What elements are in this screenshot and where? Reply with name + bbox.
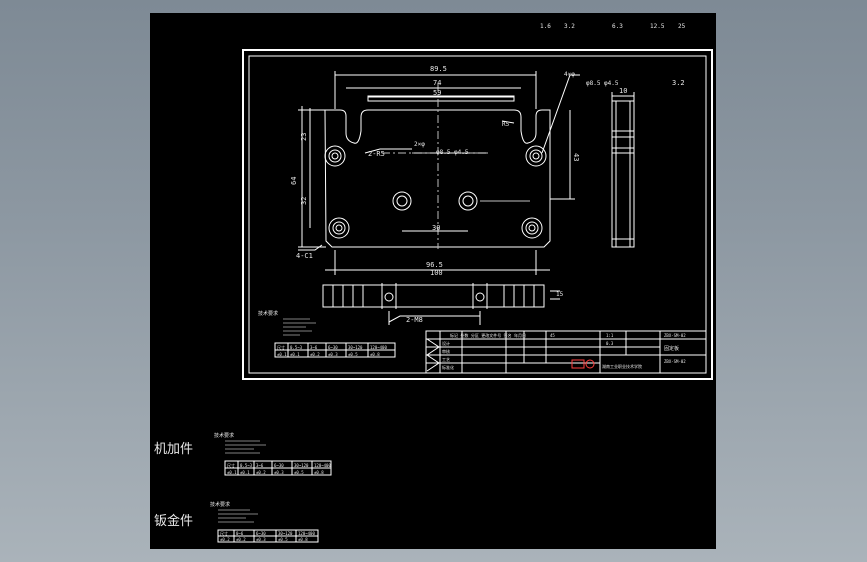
s-v1: ±0.2	[236, 537, 246, 542]
tb-row-3: 标准化	[442, 364, 454, 370]
plate-outline	[324, 109, 551, 248]
note-h5: 120~400	[370, 345, 387, 350]
drawing-sheet: 89.5 74 59 96.5 100 30 23 32 64 43 10 15…	[150, 13, 716, 549]
s-h3: 30~120	[278, 531, 293, 536]
s-h0: 尺寸	[220, 530, 228, 536]
roughness-legend-1: 1.6	[540, 23, 551, 30]
s-v0: ±0.2	[220, 537, 230, 542]
m-v4: ±0.5	[294, 470, 304, 475]
tb-row-2: 工艺	[442, 357, 450, 362]
notes-heading: 技术要求	[258, 310, 278, 317]
top-slot	[367, 95, 515, 102]
tb-part-name: 固定板	[664, 345, 679, 352]
note-h3: 6~30	[328, 345, 338, 350]
roughness-legend-5: 25	[678, 23, 686, 30]
m-v3: ±0.3	[274, 470, 284, 475]
roughness-main: 3.2	[672, 79, 685, 87]
dim-outer-width: 89.5	[430, 65, 447, 73]
dim-left-total: 64	[290, 177, 298, 185]
outer-frame	[242, 49, 713, 380]
m-h5: 120~400	[314, 463, 331, 468]
dim-side-thickness: 10	[619, 87, 627, 95]
tb-drawing-no-2: ZBX-SM-02	[664, 359, 686, 364]
dim-side-depth: 15	[556, 291, 564, 298]
hole-top-right	[525, 145, 547, 167]
m-h3: 6~30	[274, 463, 284, 468]
note-v1: ±0.1	[290, 352, 300, 357]
machined-table	[224, 460, 332, 476]
roughness-legend-2: 3.2	[564, 23, 575, 30]
s-h1: 0~6	[236, 531, 244, 536]
tb-row-1: 审核	[442, 348, 450, 354]
tb-scale: 1:1	[606, 333, 614, 338]
note-h1: 0.5~3	[290, 345, 303, 350]
tb-drawing-no: ZBX-SM-02	[664, 333, 686, 338]
dim-bottom-width: 96.5	[426, 261, 443, 269]
sheetmetal-heading: 技术要求	[210, 501, 230, 508]
dim-thread-hole: 2-M8	[406, 316, 423, 324]
hole-bottom-left	[328, 217, 350, 239]
hole-callout-mid: 2×φ	[414, 141, 425, 148]
dim-left-lower: 32	[300, 197, 308, 205]
note-v5: ±0.8	[370, 352, 380, 357]
roughness-legend-3: 6.3	[612, 23, 623, 30]
m-v2: ±0.2	[256, 470, 266, 475]
dim-left-upper: 23	[300, 133, 308, 141]
dim-corner-chamfer: 4-C1	[296, 252, 313, 260]
side-view	[611, 100, 635, 248]
sheetmetal-label: 钣金件	[154, 513, 193, 529]
m-h1: 0.5~3	[240, 463, 253, 468]
dim-corner-radius: 2-R5	[368, 150, 385, 158]
machined-heading: 技术要求	[214, 432, 234, 439]
s-v3: ±0.5	[278, 537, 288, 542]
s-v2: ±0.3	[256, 537, 266, 542]
hole-center-right	[458, 191, 478, 211]
s-h2: 6~30	[256, 531, 266, 536]
dim-overall-width: 100	[430, 269, 443, 277]
note-v3: ±0.3	[328, 352, 338, 357]
dim-radius: R5	[502, 121, 510, 128]
roughness-legend-4: 12.5	[650, 23, 665, 30]
tb-company: 湖南工业职业技术学院	[602, 363, 642, 369]
note-v2: ±0.2	[310, 352, 320, 357]
dim-inner-width: 59	[433, 89, 441, 97]
projection-symbol	[571, 359, 585, 369]
section-view	[322, 284, 545, 308]
tb-row-0: 设计	[442, 340, 450, 346]
hole-bottom-right	[521, 217, 543, 239]
hole-callout-top: 4×φ	[564, 71, 575, 78]
hole-spec-mid: φ8.5 φ4.5	[436, 149, 469, 156]
note-v4: ±0.5	[348, 352, 358, 357]
note-v0: ±0.1	[277, 352, 287, 357]
s-h4: 120~400	[298, 531, 315, 536]
s-v4: ±0.8	[298, 537, 308, 542]
hole-top-left	[324, 145, 346, 167]
m-h4: 30~120	[294, 463, 309, 468]
dim-right-height: 43	[572, 153, 580, 161]
note-h2: 3~6	[310, 345, 318, 350]
title-header: 标记 处数 分区 更改文件号 签名 年月日	[450, 332, 526, 338]
m-h2: 3~6	[256, 463, 264, 468]
inner-frame	[248, 55, 707, 374]
note-h4: 30~120	[348, 345, 363, 350]
m-v5: ±0.8	[314, 470, 324, 475]
sheetmetal-table	[217, 529, 319, 543]
machined-label: 机加件	[154, 442, 193, 457]
cad-drawing: 89.5 74 59 96.5 100 30 23 32 64 43 10 15…	[154, 23, 713, 543]
hole-spec-top: φ8.5 φ4.5	[586, 80, 619, 87]
tolerance-table	[274, 342, 396, 358]
m-v1: ±0.1	[240, 470, 250, 475]
tb-weight: 0.3	[606, 341, 614, 346]
dim-hole-spacing: 30	[432, 224, 440, 232]
m-h0: 尺寸	[227, 462, 235, 468]
dim-step-width: 74	[433, 79, 441, 87]
note-h0: 尺寸	[277, 344, 285, 350]
m-v0: ±0.1	[227, 470, 237, 475]
tb-material: 45	[550, 333, 555, 338]
hole-center-left	[392, 191, 412, 211]
